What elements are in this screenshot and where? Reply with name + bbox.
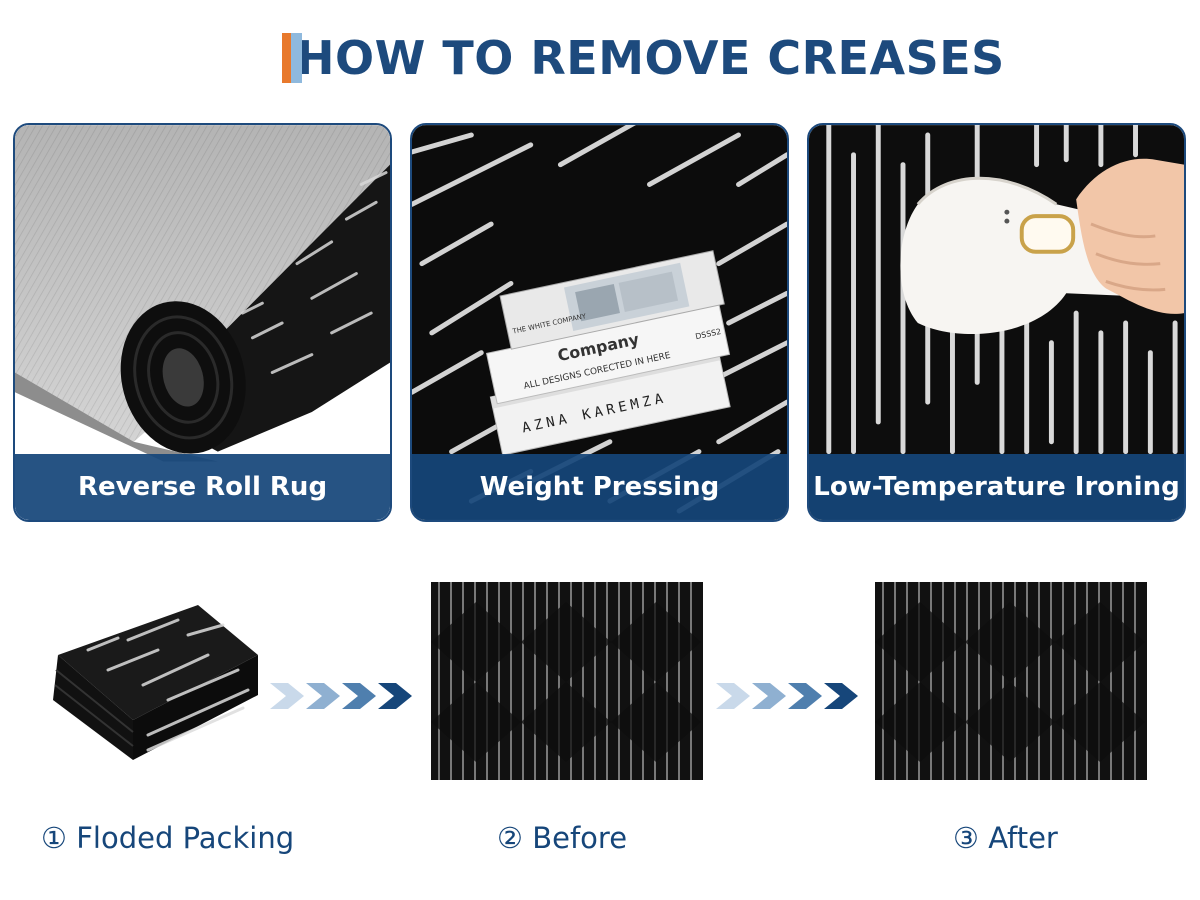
- chevron-arrows-icon: [270, 683, 412, 709]
- title-accent-bars: [282, 33, 308, 83]
- method-label: Weight Pressing: [412, 454, 787, 520]
- method-panel-ironing: Low-Temperature Ironing: [807, 123, 1186, 522]
- rolled-rug-photo: [15, 125, 390, 520]
- rug-before-image: [431, 582, 703, 780]
- step-label-after: ③ After: [953, 821, 1058, 855]
- step-label-before: ② Before: [497, 821, 628, 855]
- step-label-folded: ① Floded Packing: [41, 821, 295, 855]
- folded-rug-image: [53, 605, 258, 760]
- chevron-arrows-icon: [716, 683, 858, 709]
- rug-after-image: [875, 582, 1147, 780]
- page-title: HOW TO REMOVE CREASES: [296, 31, 1005, 85]
- page-title-block: HOW TO REMOVE CREASES: [282, 30, 1005, 86]
- method-panel-weight-pressing: AZNA KAREMZA Company ALL DESIGNS CORECTE…: [410, 123, 789, 522]
- method-label: Reverse Roll Rug: [15, 454, 390, 520]
- method-panel-reverse-roll: Reverse Roll Rug: [13, 123, 392, 522]
- method-label: Low-Temperature Ironing: [809, 454, 1184, 520]
